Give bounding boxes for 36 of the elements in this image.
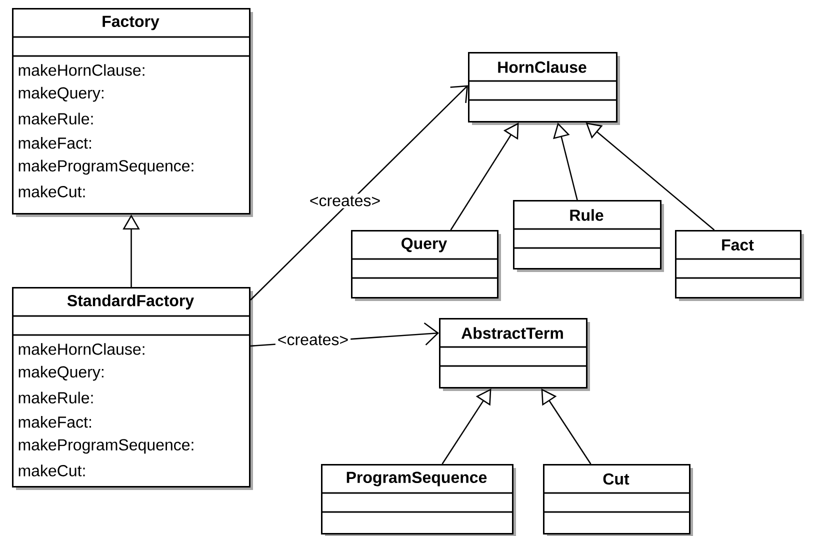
class-name: Factory [102, 16, 160, 30]
method-name: makeHornClause: [18, 343, 144, 355]
class-name: Query [402, 238, 448, 252]
method-name: makeHornClause: [18, 64, 144, 76]
edge-label: <creates> [275, 332, 351, 348]
method-name: makeQuery: [18, 366, 104, 381]
arrow [442, 388, 492, 464]
method-name: makeFact: [18, 137, 91, 149]
edge-label: <creates> [307, 194, 383, 208]
class-name: Fact [722, 239, 754, 251]
method-name: makeCut: [18, 186, 85, 198]
class-box [12, 287, 253, 490]
method-name: makeRule: [18, 112, 93, 124]
class-name: HornClause [498, 61, 586, 73]
class-name: Cut [603, 473, 630, 485]
class-box [675, 230, 804, 301]
class-box [12, 8, 253, 217]
class-box [543, 464, 693, 536]
class-box [351, 230, 501, 301]
arrow [250, 85, 468, 300]
method-name: makeProgramSequence: [18, 438, 194, 454]
class-box [439, 318, 590, 391]
method-name: makeCut: [18, 464, 85, 476]
arrow [541, 388, 592, 464]
method-name: makeProgramSequence: [18, 160, 194, 175]
class-name: ProgramSequence [346, 472, 487, 486]
method-name: makeFact: [18, 416, 91, 428]
class-box [321, 464, 516, 536]
method-name: makeQuery: [18, 86, 104, 102]
class-name: AbstractTerm [461, 327, 563, 339]
class-box [468, 52, 620, 125]
class-name: StandardFactory [67, 294, 194, 310]
method-name: makeRule: [18, 392, 93, 404]
class-name: Rule [570, 209, 604, 221]
class-box [513, 200, 664, 272]
arrow [450, 122, 519, 230]
